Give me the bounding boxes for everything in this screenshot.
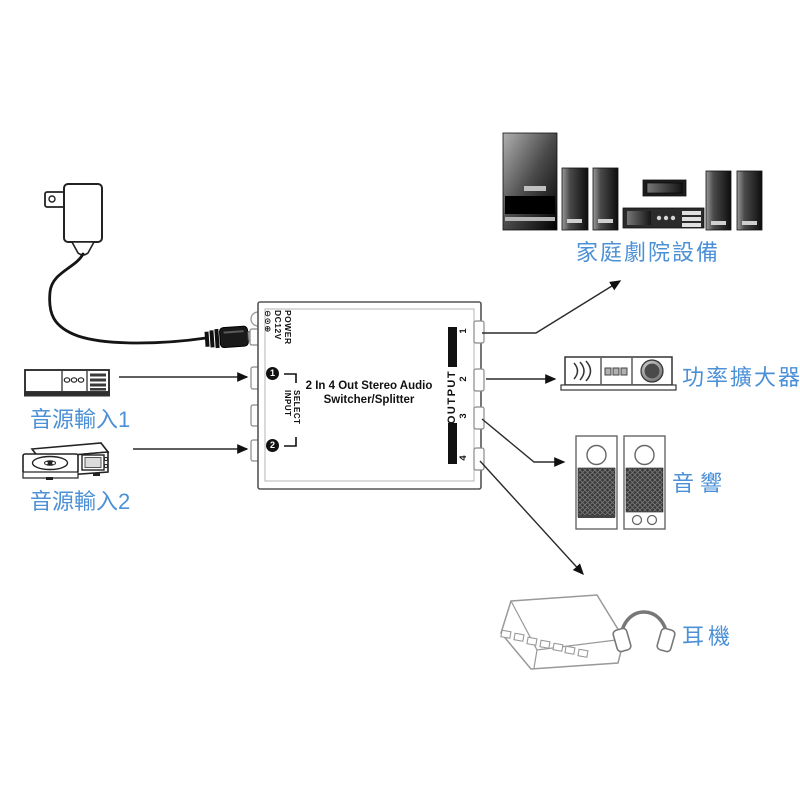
arrow-output-1 — [482, 280, 622, 334]
audio-source-1-label: 音源輸入1 — [30, 407, 131, 432]
audio-source-2-icon — [22, 442, 110, 480]
amplifier-label: 功率擴大器 — [682, 365, 800, 390]
speakers-icon — [575, 435, 666, 530]
headphones-icon — [612, 610, 676, 653]
input-select-label: INPUT SELECT — [283, 390, 301, 425]
headphones-label: 耳機 — [682, 624, 735, 649]
dc-cable — [48, 252, 208, 345]
amplifier-icon — [560, 356, 677, 391]
output-port-4-label: 4 — [458, 455, 469, 461]
switcher-device — [249, 301, 485, 490]
device-title-line2: Switcher/Splitter — [323, 394, 415, 406]
device-title: 2 In 4 Out Stereo Audio Switcher/Splitte… — [290, 379, 448, 407]
input-2-badge: 2 — [266, 439, 279, 452]
output-port-2-label: 2 — [458, 376, 469, 382]
output-label: OUTPUT — [446, 369, 458, 425]
output-bar-bottom — [448, 423, 457, 464]
input-1-badge: 1 — [266, 367, 279, 380]
audio-source-2-label: 音源輸入2 — [30, 489, 131, 514]
input-select-bracket — [284, 373, 297, 447]
polarity-icon: ⊖⊙⊕ — [263, 310, 273, 333]
arrow-output-4 — [479, 460, 584, 576]
power-dc-label: POWER DC12V ⊖⊙⊕ — [263, 310, 293, 366]
speakers-label: 音響 — [672, 471, 729, 496]
output-port-1-label: 1 — [458, 328, 469, 334]
headphone-amp-icon — [500, 594, 625, 670]
power-adapter-icon — [44, 183, 103, 256]
output-bar-top — [448, 327, 457, 367]
device-title-line1: 2 In 4 Out Stereo Audio — [305, 380, 433, 392]
audio-source-1-icon — [24, 369, 110, 397]
output-port-3-label: 3 — [458, 413, 469, 419]
arrow-output-3 — [481, 418, 566, 467]
home-theater-icon — [502, 132, 763, 231]
home-theater-label: 家庭劇院設備 — [576, 240, 721, 265]
